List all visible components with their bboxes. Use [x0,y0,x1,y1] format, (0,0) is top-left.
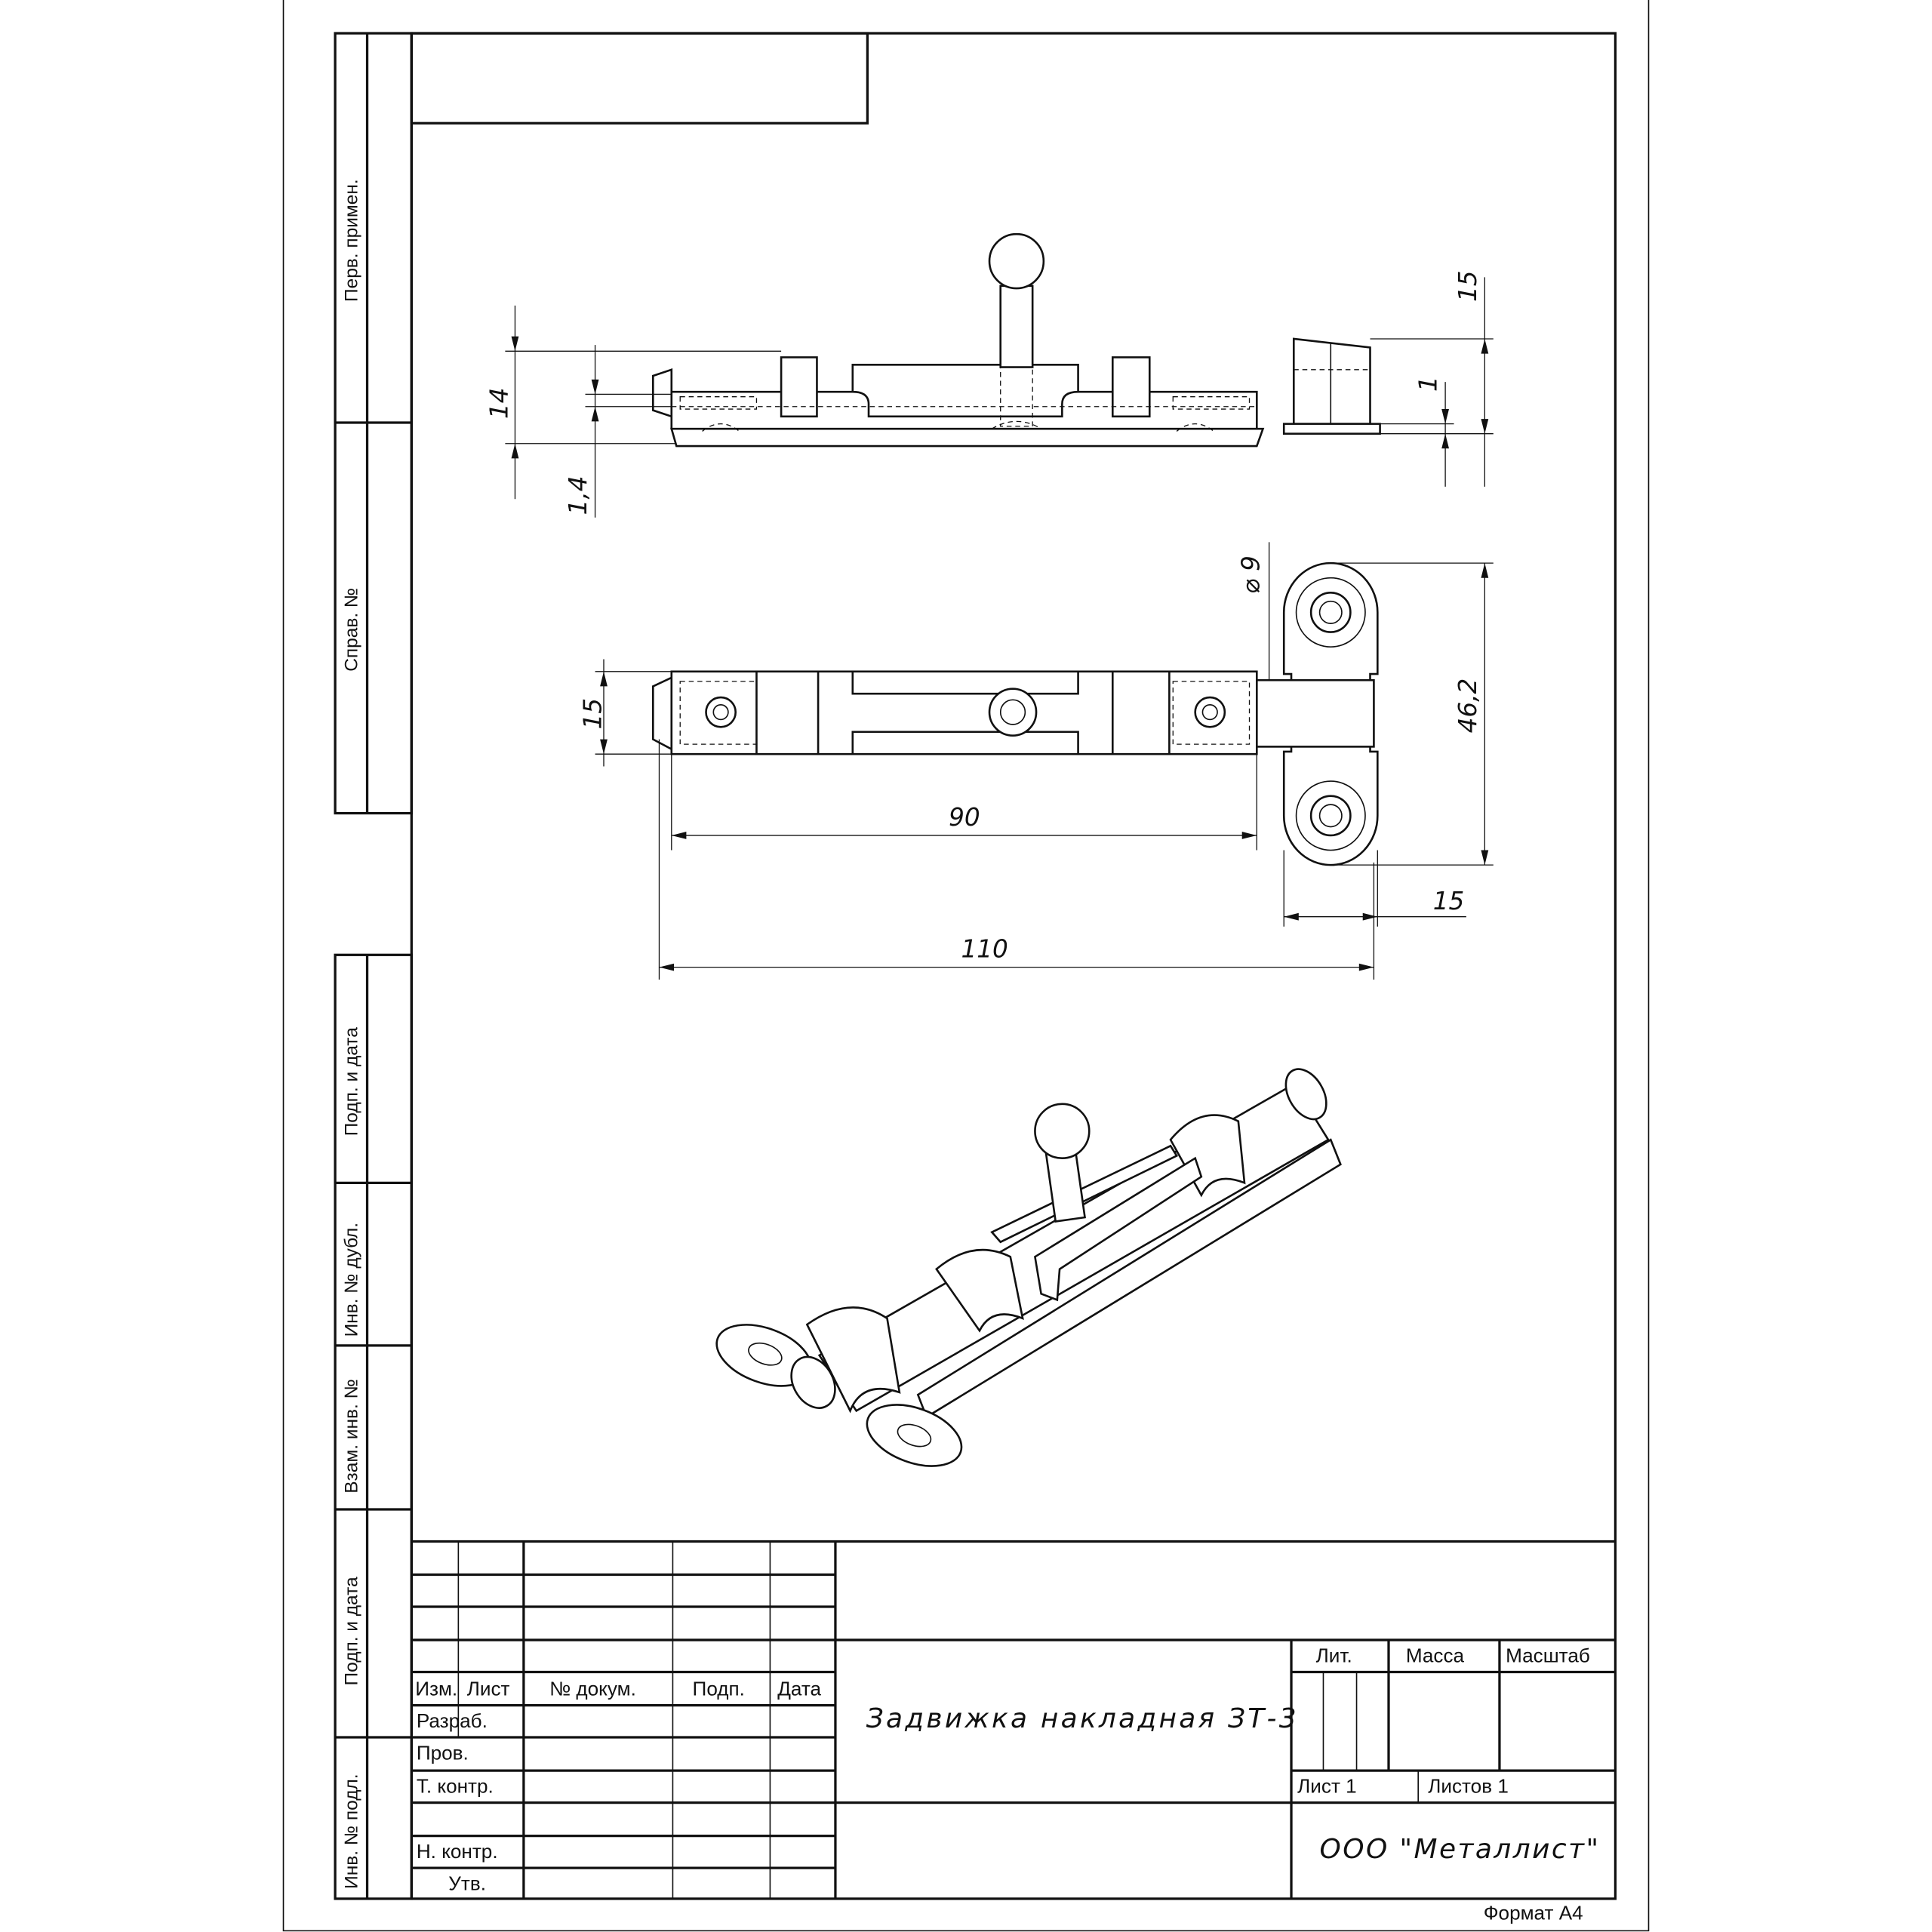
dim-1-4: 1,4 [564,476,592,515]
dim-110: 110 [961,935,1008,964]
label-podp-data-2: Подп. и дата [341,1577,361,1686]
dim-14: 14 [485,388,514,420]
label-inv-dubl: Инв. № дубл. [341,1223,361,1337]
sheet-count: Листов 1 [1428,1775,1509,1798]
dim-90: 90 [949,803,980,832]
label-podp-data-1: Подп. и дата [341,1027,361,1137]
dim-strike-15: 15 [1454,270,1482,302]
side-view: 14 1,4 15 1 [485,232,1494,518]
label-masshtab: Масштаб [1506,1644,1590,1666]
header-izm: Изм. [415,1678,457,1700]
dim-strike-width-15: 15 [1433,887,1465,915]
dim-46-2: 46,2 [1454,678,1482,734]
header-data: Дата [777,1678,821,1700]
role-utv: Утв. [448,1872,486,1894]
dim-width-15: 15 [579,698,608,730]
company-name: ООО "Металлист" [1320,1834,1601,1865]
sheet-edge [282,0,1650,1932]
plan-view: 15 ⌀ 9 46,2 90 110 15 [579,542,1494,980]
role-n-kontr: Н. контр. [417,1840,498,1863]
label-sprav-no: Справ. № [341,588,361,672]
header-podp: Подп. [693,1678,745,1700]
label-perv-primen: Перв. примен. [341,179,361,302]
label-vzam-inv: Взам. инв. № [341,1379,361,1494]
dim-hole-d9: ⌀ 9 [1237,555,1266,594]
dim-strike-1: 1 [1414,376,1443,392]
role-razrab: Разраб. [417,1709,488,1732]
role-t-kontr: Т. контр. [417,1775,494,1798]
drawing-title: Задвижка накладная ЗТ-3 [866,1703,1299,1734]
label-massa: Масса [1406,1644,1465,1666]
label-lit: Лит. [1316,1644,1352,1666]
title-block: Изм. Лист № докум. Подп. Дата Разраб. Пр… [411,1540,1616,1899]
header-list: Лист [467,1678,510,1700]
label-inv-podl: Инв. № подл. [341,1774,361,1888]
isometric-view [715,1068,1342,1467]
format-label: Формат А4 [1484,1902,1583,1924]
sheet-number: Лист 1 [1297,1775,1357,1798]
role-prov: Пров. [417,1741,469,1764]
side-stamp: Перв. примен. Справ. № Подп. и дата Инв.… [334,32,413,1900]
header-doc-no: № докум. [549,1678,636,1700]
